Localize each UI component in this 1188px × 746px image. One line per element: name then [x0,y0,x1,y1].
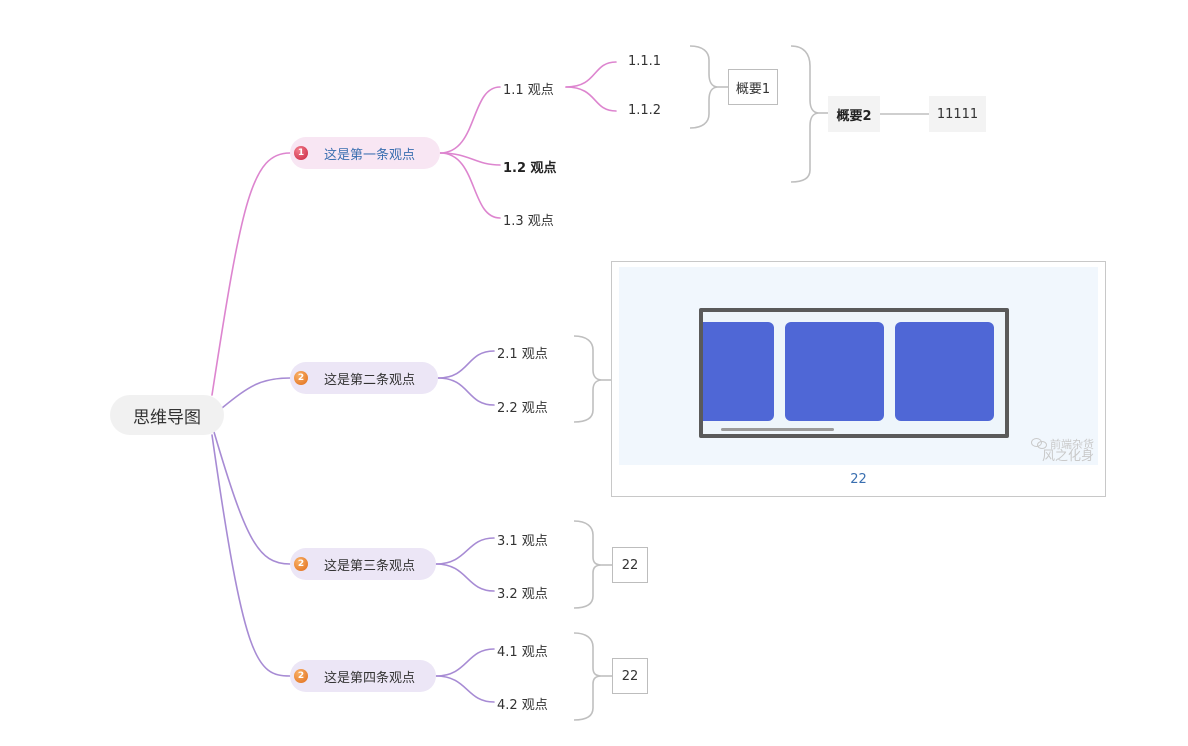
summary-3[interactable]: 22 [612,547,648,583]
branch-topic-3[interactable]: 2 这是第三条观点 [290,548,436,580]
watermark: 前端杂货 风之化身 [1031,438,1094,463]
summary-image: 前端杂货 风之化身 [619,267,1098,465]
priority-2-icon: 2 [294,557,308,571]
edge-b3-c2 [435,563,495,592]
subtopic-3-2[interactable]: 3.2 观点 [497,587,548,602]
branch-topic-2[interactable]: 2 这是第二条观点 [290,362,438,394]
summary-2-label: 概要2 [836,108,872,124]
subtopic-1-1[interactable]: 1.1 观点 [503,83,554,98]
image-scrollbar [721,428,834,431]
summary-1-label: 概要1 [735,81,771,97]
image-tile [785,322,884,421]
branch-topic-4[interactable]: 2 这是第四条观点 [290,660,436,692]
edge-b1-c1 [439,86,501,154]
subtopic-1-1-2[interactable]: 1.1.2 [628,103,662,118]
image-tile [703,322,774,421]
branch-topic-3-label: 这是第三条观点 [324,558,416,574]
edge-root-branch2 [221,377,291,409]
subtopic-1-2[interactable]: 1.2 观点 [503,161,557,176]
watermark-line-2: 风之化身 [1041,449,1094,464]
priority-2-icon: 2 [294,371,308,385]
summary-image-caption: 22 [850,472,867,487]
edge-root-branch3 [213,431,291,565]
root-topic-label: 思维导图 [133,407,201,428]
subtopic-4-1[interactable]: 4.1 观点 [497,645,548,660]
edge-c11-1 [565,61,617,88]
summary-4-label: 22 [621,668,639,684]
edge-b4-c2 [435,675,495,703]
summary-image-card[interactable]: 前端杂货 风之化身 22 [611,261,1106,497]
edge-root-branch1 [211,152,291,396]
branch-topic-2-label: 这是第二条观点 [324,372,416,388]
edge-b4-c1 [435,648,495,677]
summary-2[interactable]: 概要2 [828,96,880,132]
wechat-icon [1031,438,1047,449]
subtopic-1-3[interactable]: 1.3 观点 [503,214,554,229]
summary-2-child-label: 11111 [936,106,979,122]
edge-b3-c1 [435,537,495,565]
image-tile [895,322,994,421]
summary-3-label: 22 [621,557,639,573]
bracket-branch3 [573,520,603,609]
root-topic[interactable]: 思维导图 [110,395,224,435]
subtopic-2-1[interactable]: 2.1 观点 [497,347,548,362]
edge-c11-2 [565,86,617,112]
edge-b2-c2 [437,377,495,406]
summary-1[interactable]: 概要1 [728,69,778,105]
bracket-branch2 [573,335,603,423]
branch-topic-1-label: 这是第一条观点 [324,147,416,163]
subtopic-4-2[interactable]: 4.2 观点 [497,698,548,713]
summary-4[interactable]: 22 [612,658,648,694]
image-scroll-frame [699,308,1009,438]
subtopic-2-2[interactable]: 2.2 观点 [497,401,548,416]
branch-topic-4-label: 这是第四条观点 [324,670,416,686]
edge-root-branch4 [211,434,291,677]
bracket-branch4 [573,632,603,721]
subtopic-3-1[interactable]: 3.1 观点 [497,534,548,549]
subtopic-1-1-1[interactable]: 1.1.1 [628,54,662,69]
watermark-line-1: 前端杂货 [1050,438,1094,451]
edge-b1-c3 [439,152,501,219]
branch-topic-1[interactable]: 1 这是第一条观点 [290,137,440,169]
summary-2-child[interactable]: 11111 [929,96,986,132]
priority-2-icon: 2 [294,669,308,683]
bracket-summary2 [790,45,820,183]
priority-1-icon: 1 [294,146,308,160]
bracket-summary1 [689,45,719,129]
edge-b2-c1 [437,350,495,379]
